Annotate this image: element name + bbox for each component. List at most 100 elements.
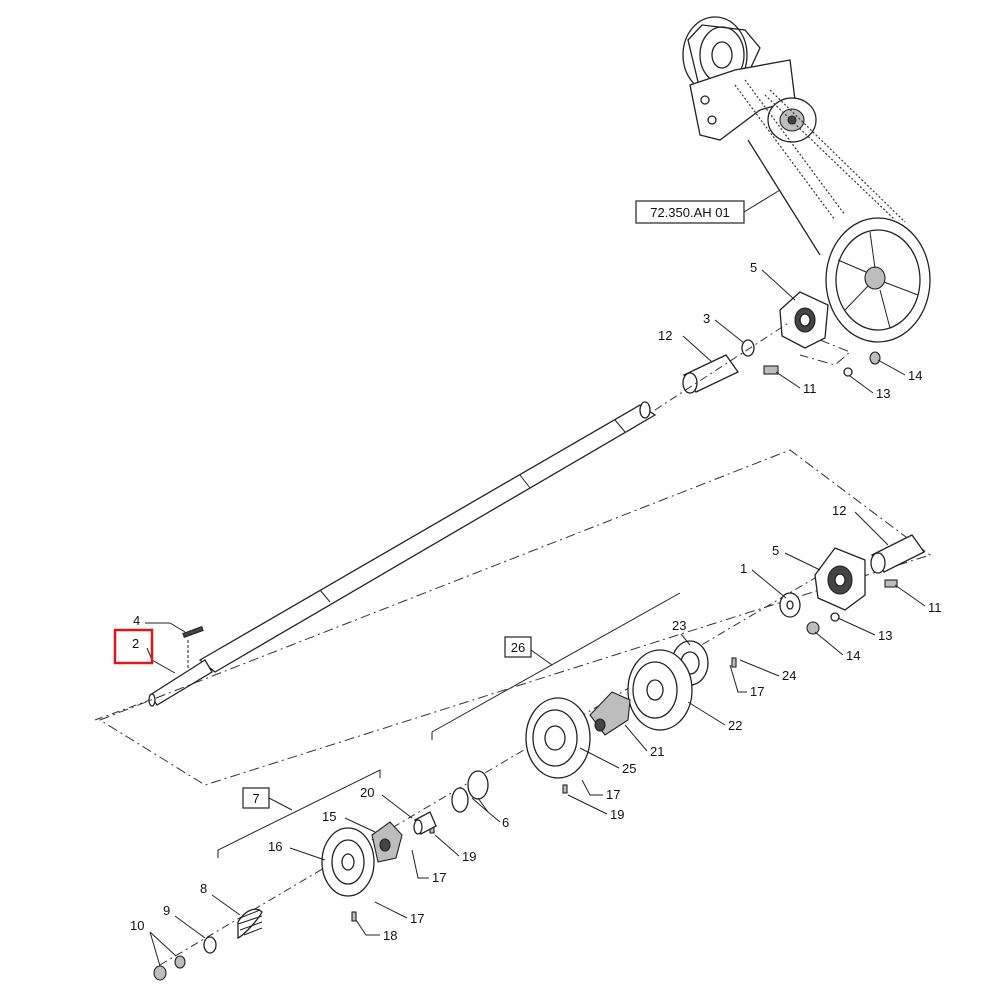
lower-sheave-hub: [864, 266, 886, 290]
callout-15[interactable]: 15: [322, 809, 336, 824]
leader-8: [211, 894, 241, 916]
nut-upper: [869, 351, 881, 365]
bracket-bolt: [707, 115, 717, 125]
bushing-lower-end: [870, 552, 886, 574]
callout-5-lower[interactable]: 5: [772, 543, 779, 558]
leader-5-upper: [761, 269, 796, 301]
leader-5-lower: [784, 552, 821, 571]
sheave-16-inner: [331, 839, 365, 885]
callout-5-upper[interactable]: 5: [750, 260, 757, 275]
callout-11-lower[interactable]: 11: [928, 600, 942, 615]
leader-15: [344, 817, 376, 833]
shaft-groove: [319, 589, 331, 603]
callout-17-c[interactable]: 17: [432, 870, 446, 885]
leader-12-lower: [854, 511, 889, 546]
reference-label: 72.350.AH 01: [650, 205, 730, 220]
callout-4[interactable]: 4: [133, 613, 140, 628]
belt-edge: [747, 139, 821, 256]
bearing-bore-upper: [799, 313, 811, 327]
callout-26-leader: [530, 649, 553, 666]
hub-15-bore: [379, 838, 391, 852]
callout-11-upper[interactable]: 11: [803, 381, 817, 396]
callout-17-a[interactable]: 17: [750, 684, 764, 699]
callout-box-26[interactable]: 26: [504, 636, 553, 666]
leader-11-upper: [775, 371, 801, 389]
callout-19-b[interactable]: 19: [462, 849, 476, 864]
bolt-lower: [884, 579, 898, 588]
bracket-bolt: [700, 95, 710, 105]
callout-9[interactable]: 9: [163, 903, 170, 918]
bushing-20-end: [413, 819, 423, 835]
leader-18: [355, 919, 380, 936]
callout-box-7[interactable]: 7: [242, 787, 293, 811]
callout-2[interactable]: 2: [132, 636, 139, 651]
callout-12-upper[interactable]: 12: [658, 328, 672, 343]
sheave-spoke: [883, 281, 919, 296]
sheave-spoke: [837, 259, 867, 273]
callout-24[interactable]: 24: [782, 668, 796, 683]
lower-bearing-group: [779, 534, 925, 635]
callout-14-lower[interactable]: 14: [846, 648, 860, 663]
callout-8[interactable]: 8: [200, 881, 207, 896]
disc-22-inner: [632, 661, 678, 719]
nut-10b: [153, 965, 167, 981]
washer-9: [203, 936, 217, 954]
leader-14-lower: [814, 631, 844, 656]
nut-lower: [806, 621, 820, 635]
callout-1[interactable]: 1: [740, 561, 747, 576]
callout-20[interactable]: 20: [360, 785, 374, 800]
callout-19-a[interactable]: 19: [610, 807, 624, 822]
callout-13-upper[interactable]: 13: [876, 386, 890, 401]
hub-21-bore: [594, 718, 606, 732]
callout-6[interactable]: 6: [502, 815, 509, 830]
idler-pulley-bore: [787, 115, 797, 125]
leader-9: [174, 915, 206, 939]
bolt-upper: [763, 365, 779, 375]
callout-17-b[interactable]: 17: [606, 787, 620, 802]
assembly-boundary: [98, 449, 932, 786]
shaft-key: [182, 625, 204, 639]
callout-10[interactable]: 10: [130, 918, 144, 933]
callout-25[interactable]: 25: [622, 761, 636, 776]
leader-14-upper: [877, 359, 906, 376]
callout-22[interactable]: 22: [728, 718, 742, 733]
callout-3[interactable]: 3: [703, 311, 710, 326]
leader-1: [751, 569, 787, 599]
callout-7-leader: [268, 797, 293, 811]
shaft-body: [198, 404, 657, 673]
pulley-group-7: [153, 811, 437, 981]
shaft-groove: [519, 474, 531, 489]
disc-25-inner: [532, 709, 578, 767]
callout-26: 26: [511, 640, 525, 655]
lower-sheave-rim: [835, 229, 921, 331]
main-shaft: [148, 401, 657, 707]
disc-group-26: [429, 640, 737, 834]
leader-11-lower: [894, 584, 926, 607]
leader-17-b: [581, 779, 603, 796]
callout-17-d[interactable]: 17: [410, 911, 424, 926]
callout-box-26-frame: [504, 636, 532, 658]
spring-8-coils: [237, 909, 263, 936]
callout-16[interactable]: 16: [268, 839, 282, 854]
reference-leader: [743, 189, 781, 213]
callout-21[interactable]: 21: [650, 744, 664, 759]
drive-belt: [734, 84, 836, 221]
callout-12-lower[interactable]: 12: [832, 503, 846, 518]
drive-belt: [769, 89, 906, 223]
ring-6b: [451, 787, 469, 813]
leader-19-b: [434, 834, 460, 857]
sheave-spoke: [844, 285, 869, 311]
center-axis: [94, 699, 151, 721]
reference-label-box[interactable]: 72.350.AH 01: [635, 189, 781, 224]
leader-17-d: [374, 901, 408, 919]
shaft-stub-end: [149, 659, 213, 706]
callout-18[interactable]: 18: [383, 928, 397, 943]
leader-22: [687, 701, 726, 726]
sheave-spoke: [869, 231, 876, 269]
upper-bearing-group: [682, 291, 881, 394]
callout-13-lower[interactable]: 13: [878, 628, 892, 643]
washer-lower: [830, 612, 840, 622]
callout-14-upper[interactable]: 14: [908, 368, 922, 383]
callout-23[interactable]: 23: [672, 618, 686, 633]
